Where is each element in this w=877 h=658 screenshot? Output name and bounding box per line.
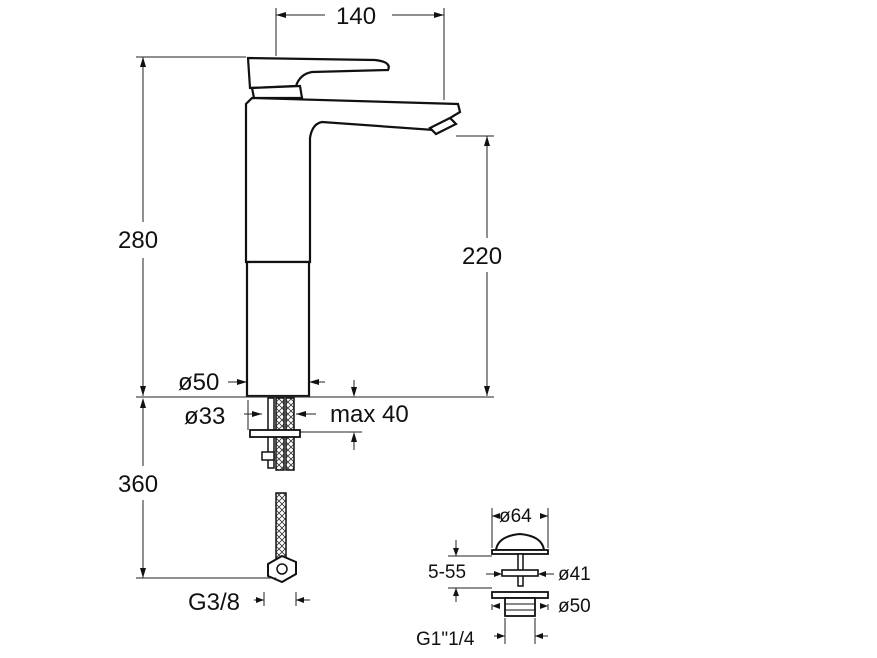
mounting-plate <box>249 429 301 438</box>
dim-drain-flange: ø50 <box>558 596 591 617</box>
faucet-cartridge <box>250 84 304 100</box>
faucet-aerator <box>428 116 458 136</box>
faucet-lever <box>246 56 390 90</box>
dim-max-thickness: max 40 <box>330 401 409 428</box>
mounting-kit <box>249 397 301 584</box>
dimension-lines <box>136 8 494 606</box>
faucet-column <box>245 260 311 398</box>
mounting-nut <box>261 451 275 461</box>
drain-cap <box>494 532 546 551</box>
drain-valve <box>491 532 549 617</box>
faucet-spout <box>244 96 462 264</box>
drain-dimension-lines <box>448 508 554 644</box>
drain-body <box>504 597 536 617</box>
dim-spout-220: 220 <box>462 243 502 270</box>
dim-hose-360: 360 <box>118 471 158 498</box>
drain-flange <box>491 591 549 599</box>
dim-base-diameter: ø50 <box>178 369 219 396</box>
dim-hose-thread: G3/8 <box>188 589 240 616</box>
dim-drain-range: 5-55 <box>428 562 466 583</box>
hose-lower <box>275 492 287 560</box>
dim-width-140: 140 <box>336 3 376 30</box>
dim-height-280: 280 <box>118 227 158 254</box>
dim-drain-cap: ø64 <box>499 506 532 527</box>
dim-hole-diameter: ø33 <box>184 403 225 430</box>
dim-drain-thread: G1"1/4 <box>416 629 475 650</box>
faucet-body <box>244 56 462 398</box>
dim-drain-body: ø41 <box>558 564 591 585</box>
